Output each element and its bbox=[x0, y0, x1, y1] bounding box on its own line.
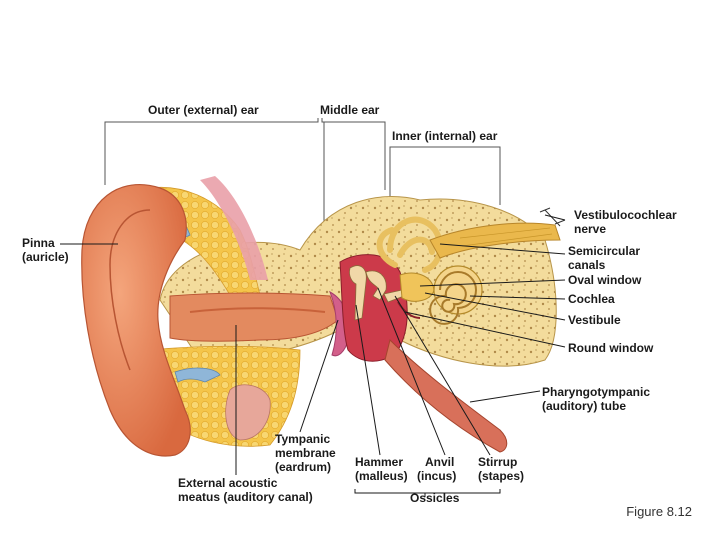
nerve-fibers bbox=[459, 227, 553, 247]
label-stirrup: Stirrup bbox=[478, 455, 518, 469]
label-vestibulocochlear: Vestibulocochlear bbox=[574, 208, 677, 222]
label-cochlea: Cochlea bbox=[568, 292, 615, 306]
label-malleus: (malleus) bbox=[355, 469, 408, 483]
cartilage-blue-lower bbox=[174, 367, 221, 383]
label-eardrum: (eardrum) bbox=[275, 460, 332, 474]
leader-lines bbox=[60, 214, 566, 497]
semicircular-canals bbox=[376, 216, 444, 273]
pharyngotympanic-tube bbox=[384, 339, 508, 453]
label-hammer: Hammer bbox=[355, 455, 404, 469]
label-outer-ear: Outer (external) ear bbox=[148, 103, 259, 117]
label-ossicles: Ossicles bbox=[410, 491, 460, 505]
label-auricle: (auricle) bbox=[22, 250, 69, 264]
label-oval-window: Oval window bbox=[568, 273, 642, 287]
label-incus: (incus) bbox=[417, 469, 457, 483]
label-middle-ear: Middle ear bbox=[320, 103, 380, 117]
canal-shadow bbox=[189, 307, 326, 313]
nerve-bracket bbox=[539, 207, 566, 227]
external-auditory-canal bbox=[169, 292, 339, 342]
label-vestibule: Vestibule bbox=[568, 313, 621, 327]
label-pharyngotympanic: Pharyngotympanic bbox=[542, 385, 651, 399]
label-external-acoustic: External acoustic bbox=[178, 476, 278, 490]
label-nerve: nerve bbox=[574, 222, 607, 236]
pinna-fold bbox=[109, 209, 151, 371]
label-anvil: Anvil bbox=[425, 455, 455, 469]
label-membrane: membrane bbox=[275, 446, 336, 460]
incus bbox=[365, 270, 387, 301]
label-pinna: Pinna bbox=[22, 236, 55, 250]
label-canals: canals bbox=[568, 258, 606, 272]
pinna bbox=[81, 184, 191, 457]
lower-tissue bbox=[225, 384, 271, 441]
label-meatus: meatus (auditory canal) bbox=[178, 490, 313, 504]
label-inner-ear: Inner (internal) ear bbox=[392, 129, 498, 143]
label-tympanic: Tympanic bbox=[275, 432, 331, 446]
label-auditory-tube: (auditory) tube bbox=[542, 399, 626, 413]
label-round-window: Round window bbox=[568, 341, 654, 355]
skin-layer-band bbox=[200, 176, 268, 280]
label-semicircular: Semicircular bbox=[568, 244, 641, 258]
label-stapes: (stapes) bbox=[478, 469, 525, 483]
figure-caption: Figure 8.12 bbox=[626, 504, 692, 519]
vestibulocochlear-nerve bbox=[429, 222, 561, 259]
